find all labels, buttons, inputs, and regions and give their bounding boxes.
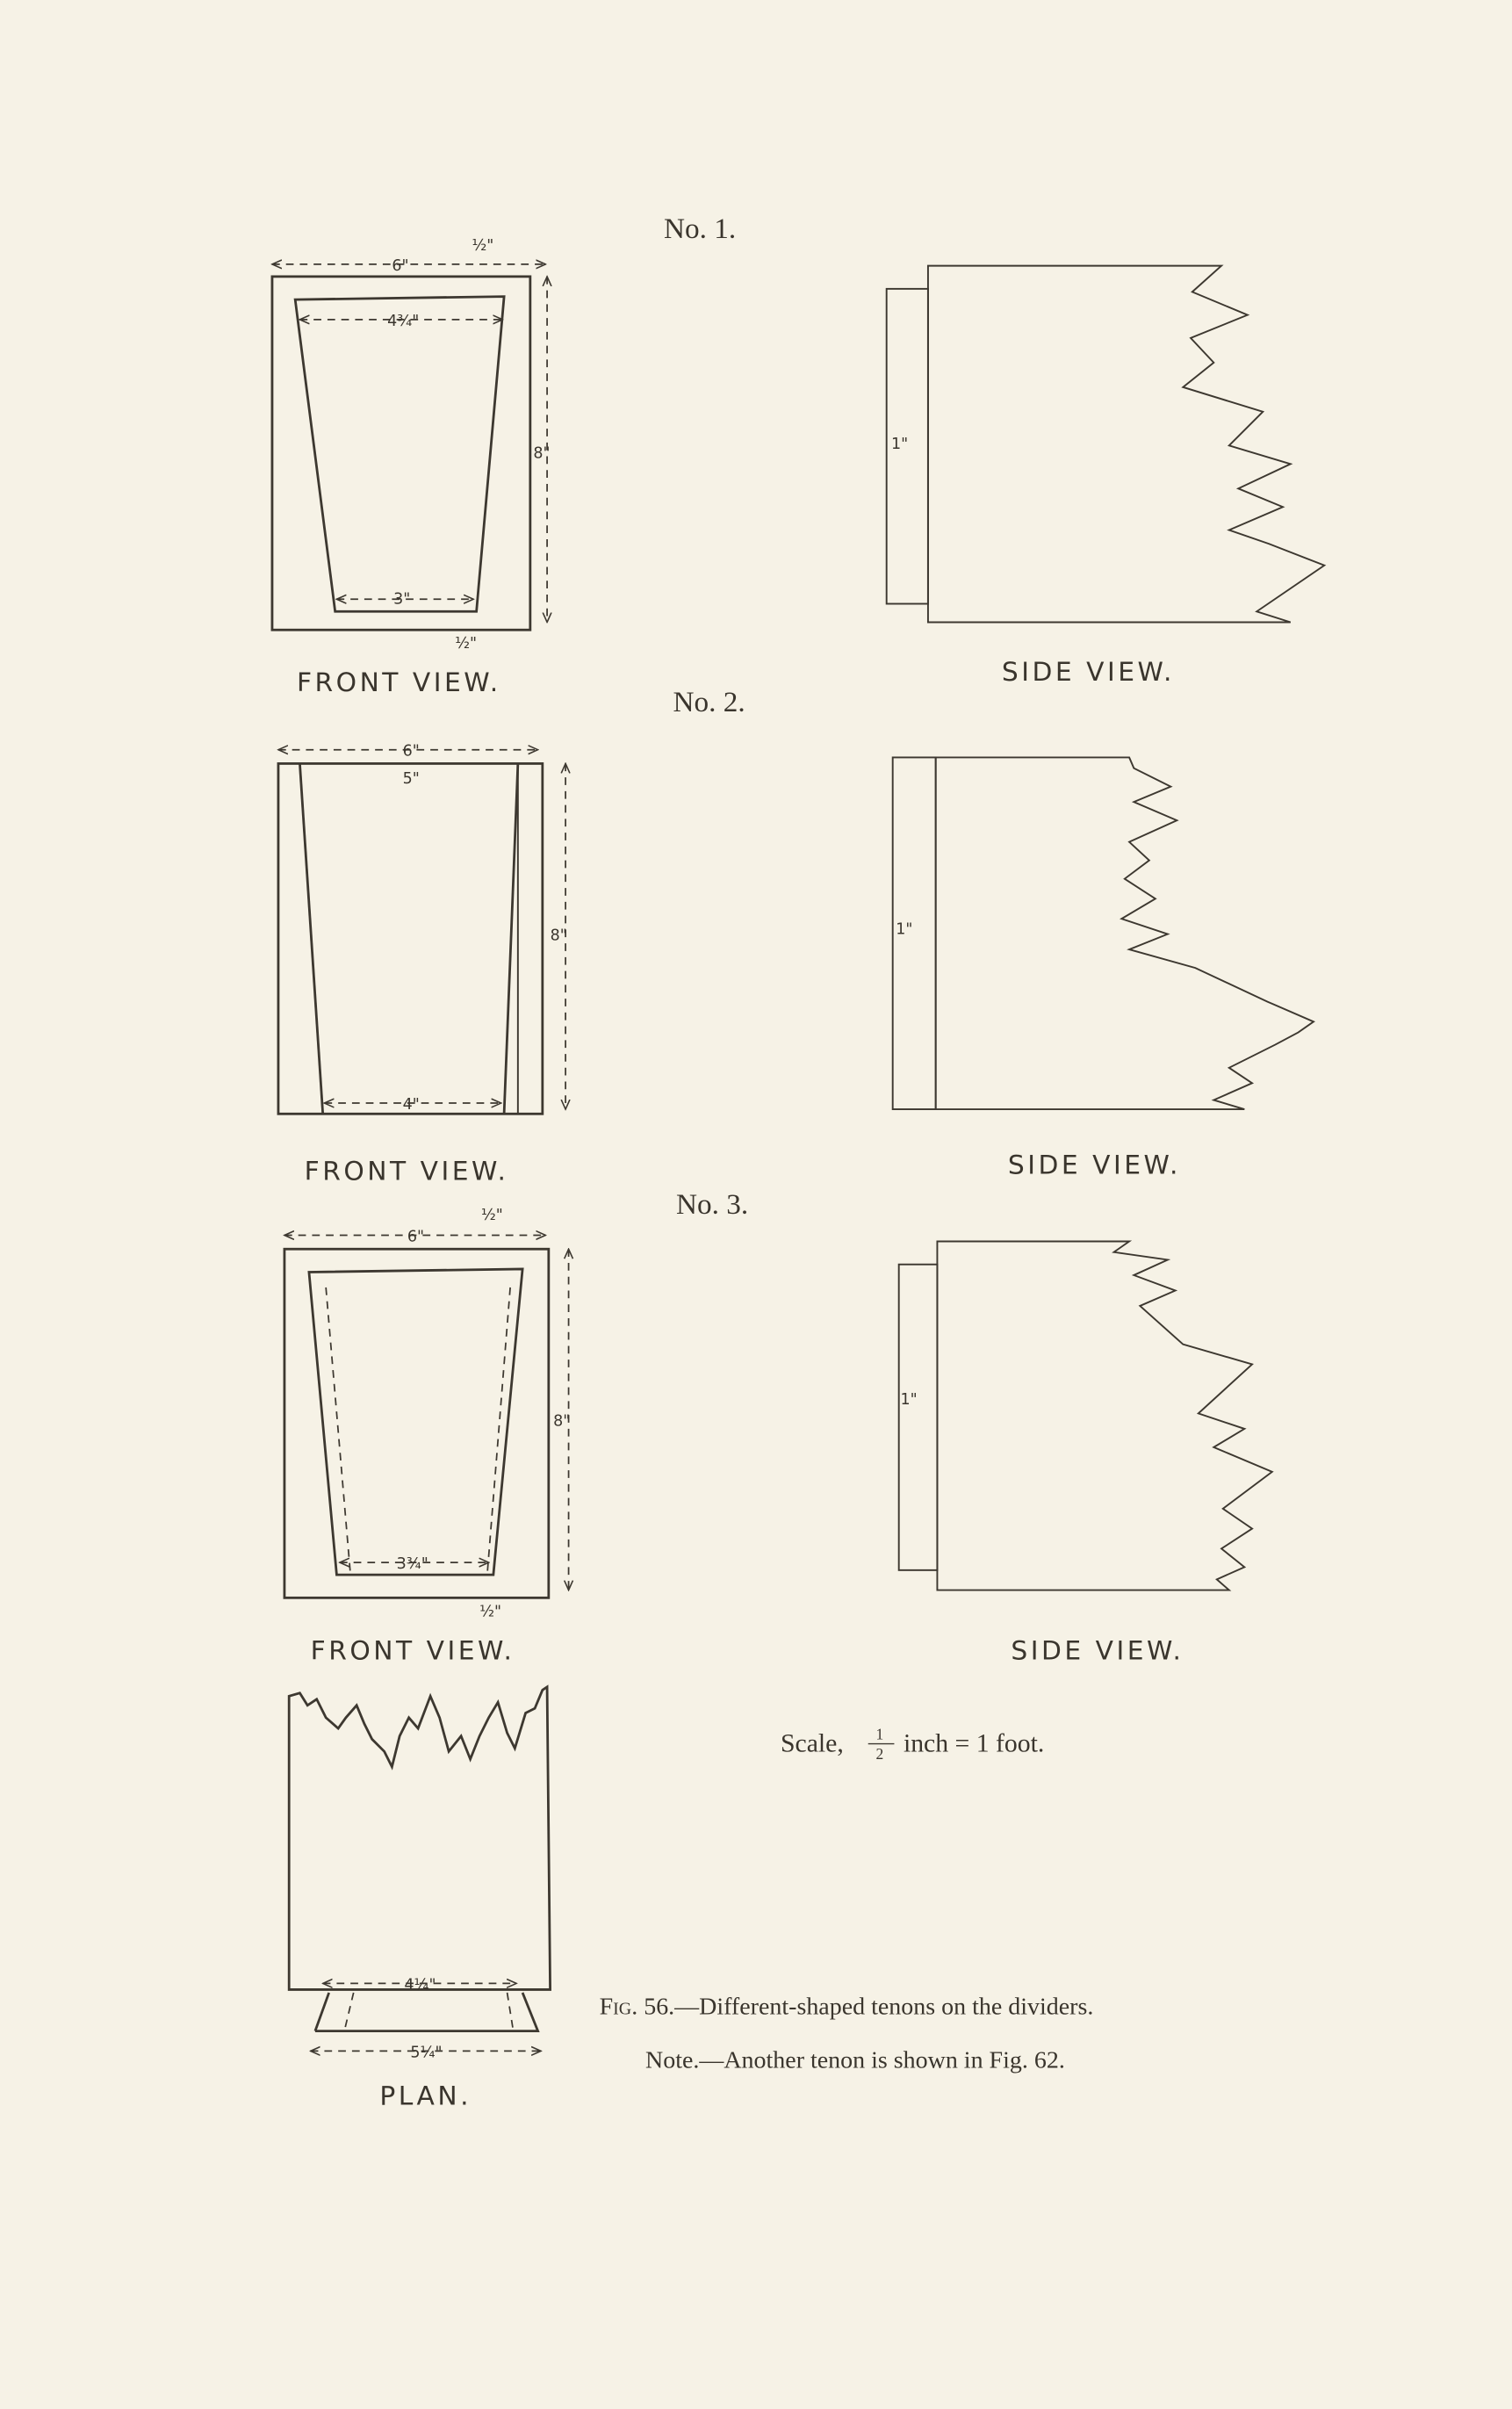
plan-label: PLAN. [379,2081,472,2112]
thickness-label: 1" [900,1391,917,1409]
margin-top-label: ½" [481,1207,503,1224]
tenon-right-edge [502,763,520,1114]
margin-bottom-label: ½" [479,1603,501,1620]
number-label-3: No. 3. [676,1188,748,1221]
margin-bottom-label: ½" [455,635,477,653]
side-view-3: 1" SIDE VIEW. [897,1240,1274,1666]
caption-line: Fig. 56.—Different-shaped tenons on the … [600,1993,1094,2020]
width-label: 6" [407,1228,424,1245]
height-label: 8" [533,444,550,462]
tenon-plan-outline [313,1992,540,2033]
tenon-left-edge [299,763,325,1114]
front-view-2: 6" 5" 4" 8" FRONT VIEW. [277,743,567,1187]
bottom-inner-label: 3¾" [397,1555,428,1573]
scale-prefix: Scale, [781,1729,844,1757]
bottom-inner-label: 3" [393,590,410,608]
hidden-lines [325,1287,511,1576]
side-view-label: SIDE VIEW. [1011,1635,1184,1666]
tenon-side [897,1263,939,1571]
outer-outline [270,275,532,631]
front-view-label: FRONT VIEW. [311,1635,515,1666]
caption-fig-number: Fig. 56. [600,1993,675,2020]
number-label-2: No. 2. [673,686,745,718]
outer-outline [283,1247,551,1599]
height-label: 8" [553,1412,570,1430]
divider-plan-outline [287,1684,551,1991]
bottom-inner-label: 4" [403,1096,420,1114]
height-label: 8" [551,927,567,945]
side-view-label: SIDE VIEW. [1002,657,1175,688]
side-view-2: 1" SIDE VIEW. [891,756,1315,1181]
width-label: 6" [403,743,420,761]
thickness-label: 1" [896,921,912,939]
front-view-1: 6" ½" 4¾" 3" 8" ½" FRONT VIEW. [270,237,551,698]
number-label-1: No. 1. [664,213,736,245]
side-view-label: SIDE VIEW. [1008,1150,1181,1181]
caption-text: —Different-shaped tenons on the dividers… [673,1993,1093,2020]
tenon-outline [293,295,506,613]
inner-width-label: 4¼" [404,1976,436,1994]
thickness-label: 1" [891,436,908,453]
scale-suffix: inch = 1 foot. [904,1729,1044,1757]
figure-caption: Fig. 56.—Different-shaped tenons on the … [600,1993,1094,2074]
scale-note: Scale, 1 2 inch = 1 foot. [781,1725,1044,1763]
divider-side [926,264,1327,624]
outer-width-label: 5¼" [410,2044,442,2061]
width-label: 6" [392,257,408,275]
front-view-3: 6" ½" 3¾" 8" ½" FRONT VIEW. [283,1207,570,1666]
scale-denominator: 2 [875,1745,883,1763]
outer-outline [277,762,544,1115]
caption-note: Note.—Another tenon is shown in Fig. 62. [645,2047,1065,2074]
divider-side [934,756,1315,1111]
margin-top-label: ½" [472,237,493,255]
side-view-1: 1" SIDE VIEW. [885,264,1327,688]
tenon-outline [307,1267,524,1576]
top-inner-label: 5" [403,770,420,788]
top-inner-label: 4¾" [387,313,419,330]
front-view-label: FRONT VIEW. [297,667,501,698]
hidden-lines [343,1992,515,2031]
front-view-label: FRONT VIEW. [305,1157,509,1187]
scale-numerator: 1 [875,1725,883,1742]
plan-view: 4¼" 5¼" PLAN. [287,1684,551,2112]
divider-side [936,1240,1274,1591]
